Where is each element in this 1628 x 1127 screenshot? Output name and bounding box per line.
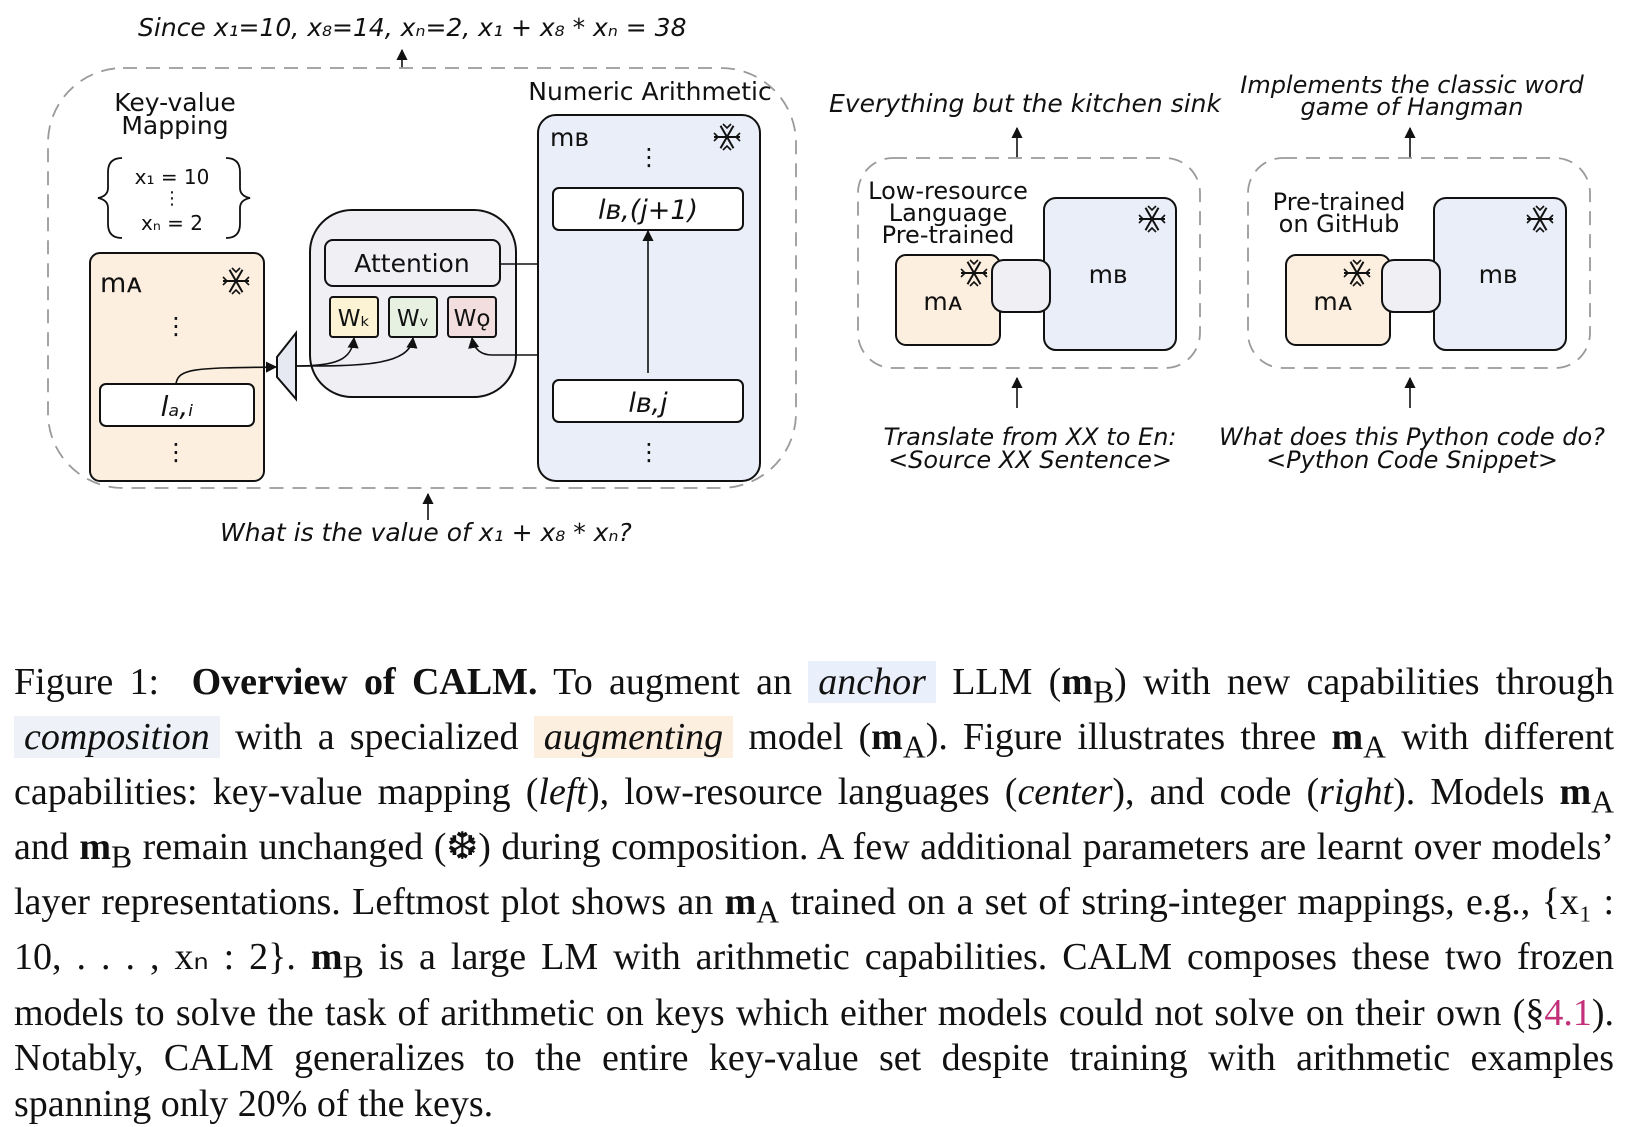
attention-box (324, 239, 501, 287)
caption-text: is a large LM with arithmetic capabiliti… (14, 936, 1615, 1034)
left-bottom-input: What is the value of x₁ + x₈ * xₙ? (220, 518, 632, 547)
model-subscript: A (756, 894, 780, 930)
anchor-term: anchor (808, 661, 936, 703)
mb-to-wq-arrow (468, 336, 649, 373)
model-subscript: A (902, 729, 926, 765)
right-bottom-input-line2: <Python Code Snippet> (1266, 446, 1558, 474)
center-ma-label: mᴀ (923, 287, 962, 316)
left-panel: Since x₁=10, x₈=14, xₙ=2, x₁ + x₈ * xₙ =… (47, 13, 797, 547)
calm-overview-diagram: Since x₁=10, x₈=14, xₙ=2, x₁ + x₈ * xₙ =… (47, 13, 1605, 547)
mb-layer-top-label: lʙ,(j+1) (598, 195, 698, 226)
augmenting-term: augmenting (533, 716, 734, 759)
wq-label: Wǫ (454, 306, 491, 332)
kv-right-brace (225, 157, 251, 239)
caption-text: and (14, 826, 69, 869)
model-symbol: m (79, 826, 112, 869)
caption-text: remain unchanged (❆) during composition.… (14, 826, 1615, 924)
caption-text: ). Models (1393, 771, 1545, 814)
model-subscript: A (1363, 729, 1387, 765)
center-composition-block (991, 259, 1051, 313)
model-subscript: A (1591, 784, 1615, 820)
model-symbol: m (1559, 771, 1592, 814)
kv-entry-last: xₙ = 2 (141, 211, 203, 235)
right-ma-title-line2: on GitHub (1279, 210, 1400, 238)
kv-title-line2: Mapping (121, 111, 228, 140)
model-subscript: B (111, 839, 133, 875)
kv-dots: ⋮ (163, 188, 181, 209)
wk-label: Wₖ (338, 306, 371, 332)
right-composition-block (1381, 259, 1441, 313)
mb-label: mʙ (550, 123, 589, 152)
center-mb-label: mʙ (1089, 260, 1128, 289)
model-subscript: B (1092, 674, 1115, 710)
composition-term: composition (14, 716, 220, 759)
center-ma-title-line1: Low-resource (868, 177, 1028, 205)
caption-text: with a specialized (234, 716, 519, 759)
right-bottom-input-line1: What does this Python code do? (1219, 423, 1605, 451)
right-panel: Implements the classic word game of Hang… (1219, 71, 1605, 474)
wv-label: Wᵥ (397, 306, 429, 332)
kv-entry-first: x₁ = 10 (135, 165, 210, 189)
center-composition-boundary (857, 157, 1201, 369)
ma-layer-label: lₐ,ᵢ (161, 390, 194, 423)
figure-label: Figure 1: (14, 661, 160, 703)
caption-text: ). Figure illustrates three (925, 716, 1317, 759)
caption-text: LLM ( (952, 661, 1062, 703)
model-symbol: m (1331, 716, 1364, 759)
ma-to-projection-arrow (175, 361, 278, 385)
numeric-arithmetic-title: Numeric Arithmetic (528, 77, 771, 106)
center-bottom-input-line1: Translate from XX to En: (884, 423, 1177, 451)
caption-italic: right (1319, 771, 1394, 814)
projection-trapezoid (276, 330, 297, 402)
model-symbol: m (1061, 661, 1093, 703)
caption-text: ) with new capabilities through (1114, 661, 1614, 703)
left-top-output: Since x₁=10, x₈=14, xₙ=2, x₁ + x₈ * xₙ =… (138, 13, 686, 42)
kv-left-brace (97, 157, 123, 239)
ma-layer-box (99, 383, 255, 427)
right-top-output-line2: game of Hangman (1301, 93, 1524, 121)
right-ma-title-line1: Pre-trained (1273, 188, 1406, 216)
caption-text: model ( (748, 716, 872, 759)
figure-caption: Figure 1: Overview of CALM. To augment a… (14, 660, 1614, 1127)
kv-title-line1: Key-value (114, 88, 236, 117)
caption-italic: left (538, 771, 587, 814)
model-symbol: m (871, 716, 903, 759)
mb-layer-bottom-box (552, 379, 744, 423)
center-ma-title-line2: Language (889, 199, 1007, 227)
mb-layer-bottom-label: lʙ,j (628, 388, 668, 419)
caption-text: trained on a set of string-integer mappi… (14, 881, 1614, 979)
caption-text: ), and code ( (1112, 771, 1320, 814)
right-ma-label: mᴀ (1313, 287, 1352, 316)
model-subscript: B (342, 950, 364, 986)
ma-dots-bottom: ⋮ (164, 438, 188, 466)
center-panel: Everything but the kitchen sink Low-reso… (829, 89, 1223, 474)
projection-to-wv-arrow (295, 336, 418, 367)
caption-text: To augment an (553, 661, 792, 703)
caption-text: with different capabilities: key-value m… (14, 716, 1615, 814)
left-composition-boundary (47, 67, 797, 489)
right-composition-boundary (1247, 157, 1591, 369)
model-symbol: m (724, 881, 757, 924)
center-bottom-input-line2: <Source XX Sentence> (888, 446, 1172, 474)
right-mb-label: mʙ (1479, 260, 1518, 289)
model-symbol: m (310, 936, 343, 979)
figure-title: Overview of CALM. (191, 661, 538, 703)
center-top-output: Everything but the kitchen sink (829, 89, 1223, 118)
attention-label: Attention (354, 249, 469, 278)
right-top-output-line1: Implements the classic word (1240, 71, 1584, 99)
ma-label: mᴀ (100, 268, 142, 299)
mb-dots-top: ⋮ (637, 143, 661, 171)
center-ma-title-line3: Pre-trained (882, 221, 1015, 249)
section-reference-link[interactable]: 4.1 (1544, 991, 1592, 1034)
caption-italic: center (1017, 771, 1113, 814)
ma-dots-top: ⋮ (164, 312, 188, 340)
mb-dots-bottom: ⋮ (637, 438, 661, 466)
caption-text: ), low-resource languages ( (586, 771, 1018, 814)
